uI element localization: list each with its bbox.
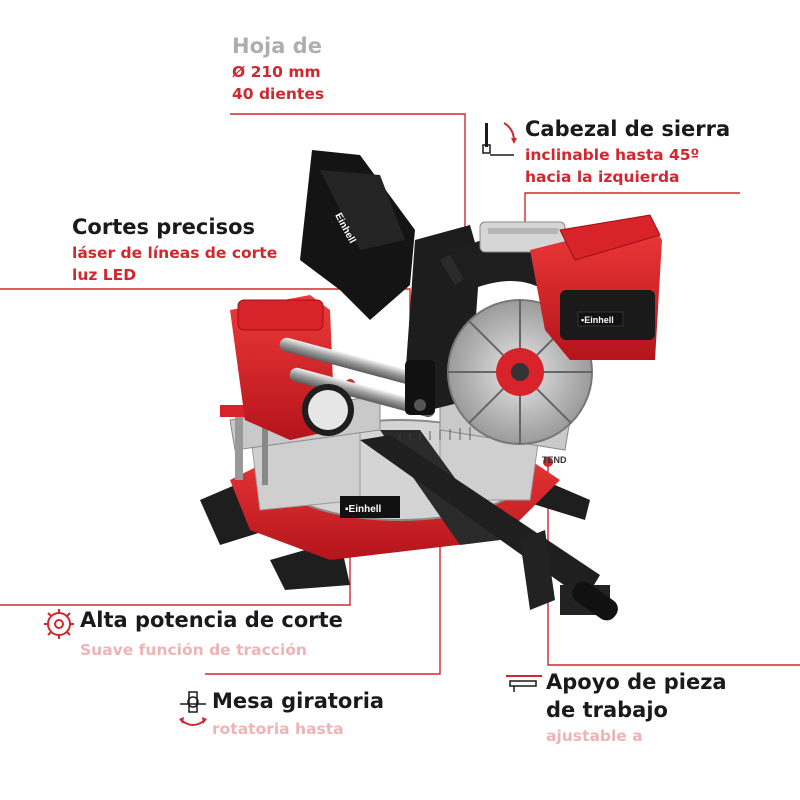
laser-module — [405, 360, 435, 415]
leader-dot-support — [543, 457, 553, 467]
feature-title: Cortes precisos — [72, 215, 255, 239]
feature-subtitle-line: Suave función de tracción — [80, 641, 307, 659]
support-label: TEND — [542, 455, 567, 465]
feature-subtitle-line: láser de líneas de corte — [72, 244, 278, 262]
brand-text-front: ▪Einhell — [345, 504, 382, 515]
clamp-post — [235, 410, 243, 480]
brand-plate-side — [577, 311, 624, 327]
feature-blade: Hoja de Ø 210 mm 40 dientes — [232, 33, 324, 105]
clamp-screw — [262, 420, 268, 485]
slide-rail-lower — [289, 367, 436, 418]
feature-title: Mesa giratoria — [212, 689, 385, 713]
feature-subtitle-line: ajustable a — [546, 727, 643, 745]
feature-workpiece-support: Apoyo de pieza de trabajo ajustable a — [546, 669, 727, 747]
support-handle — [572, 581, 618, 621]
feature-title: Apoyo de pieza — [546, 670, 727, 694]
handle-grip — [559, 214, 661, 261]
feature-subtitle-line: hacia la izquierda — [525, 168, 680, 186]
brand-plate-front — [340, 496, 400, 518]
brand-text-side: ▪Einhell — [581, 315, 614, 325]
slide-rail-upper — [279, 337, 435, 390]
workpiece-support-icon — [504, 672, 544, 699]
rail-housing-top — [237, 299, 324, 331]
feature-subtitle-line: rotatoria hasta — [212, 720, 344, 738]
leader-line-table — [205, 528, 441, 675]
feature-title: Alta potencia de corte — [80, 608, 343, 632]
leader-line-support — [547, 462, 800, 666]
feature-title: Cabezal de sierra — [525, 117, 731, 141]
feature-subtitle-line: 40 dientes — [232, 85, 325, 103]
feature-title: Hoja de — [232, 34, 322, 58]
saw-blade-icon — [42, 607, 76, 646]
bevel-tilt-icon — [480, 117, 520, 170]
feature-subtitle-line: Ø 210 mm — [232, 63, 321, 81]
feature-cutting-power: Alta potencia de corte Suave función de … — [80, 607, 343, 661]
feature-rotary-table: Mesa giratoria rotatoria hasta — [212, 688, 384, 740]
support-leg — [520, 530, 555, 610]
fence-scale — [399, 427, 471, 440]
feature-saw-head: Cabezal de sierra inclinable hasta 45º h… — [525, 116, 730, 188]
rotary-table-icon — [176, 688, 210, 739]
feature-precise-cuts: Cortes precisos láser de líneas de corte… — [72, 214, 277, 286]
feature-subtitle-line: luz LED — [72, 266, 137, 284]
feature-title-line2: de trabajo — [546, 698, 668, 722]
feature-subtitle-line: inclinable hasta 45º — [525, 146, 700, 164]
